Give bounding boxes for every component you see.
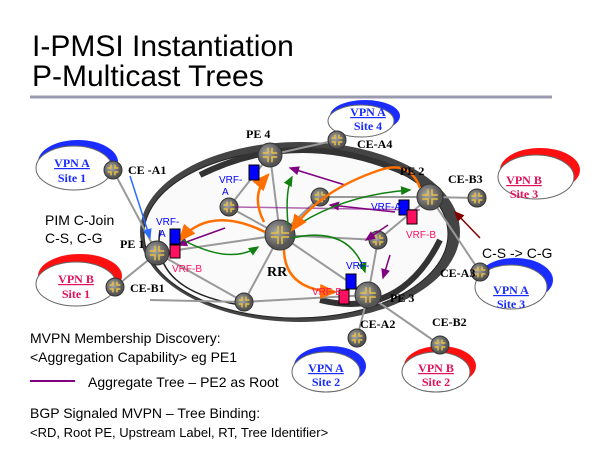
title-line2: P-Multicast Trees: [32, 60, 264, 93]
cloud-vpn-a-site1: [35, 140, 118, 191]
router-icon-ce-b1: [105, 277, 125, 297]
legend-aggregate-text: Aggregate Tree – PE2 as Root: [88, 374, 279, 390]
router-icon-p-d: [234, 292, 254, 312]
label-ce-a3: CE-A3: [440, 266, 475, 280]
router-icon-p-a: [219, 197, 239, 217]
vrf-labels: VRF-A VRF-B VRF-A VRF-A VRF-B VRF- VRF-B: [156, 175, 436, 298]
vrf-a-label-pe2: VRF-A: [371, 202, 401, 213]
vrf-a-label-pe4-b: A: [222, 187, 229, 198]
clouds: [35, 100, 580, 393]
label-pe4: PE 4: [246, 127, 270, 141]
router-icon-ce-a2: [347, 328, 367, 348]
vrf-b-box-pe3: [338, 289, 350, 305]
annotations: PIM C-Join C-S, C-G C-S -> C-G MVPN Memb…: [30, 212, 552, 440]
vrf-b-box-pe2: [406, 209, 418, 225]
vrf-boxes: [169, 164, 418, 305]
vpn-a-site1-vpn: VPN A: [54, 156, 90, 170]
vpn-a-site2-vpn: VPN A: [308, 361, 344, 375]
routers: [103, 130, 490, 355]
vpn-a-site1-site: Site 1: [58, 171, 86, 185]
cs-cg-text: C-S -> C-G: [482, 245, 552, 261]
vrf-b-box-pe1: [169, 244, 181, 259]
router-icon-pe4: [257, 142, 283, 168]
label-ce-a4: CE-A4: [357, 137, 392, 151]
label-pe2: PE 2: [400, 164, 424, 178]
vpn-b-site3-site: Site 3: [510, 187, 538, 201]
vrf-b-label-pe1: VRF-B: [172, 264, 202, 275]
vrf-a-box-pe3: [345, 273, 357, 290]
router-icon-pe2: [416, 183, 444, 211]
vrf-a-box-pe1: [169, 228, 181, 245]
cloud-vpn-b-site2: [401, 346, 476, 393]
discovery-detail: <Aggregation Capability> eg PE1: [30, 349, 237, 365]
vpn-a-site4-vpn: VPN A: [350, 105, 386, 119]
router-icon-p-c: [368, 230, 388, 250]
vrf-b-label-pe3: VRF-B: [312, 287, 342, 298]
label-ce-b3: CE-B3: [448, 172, 483, 186]
label-pe1: PE 1: [120, 237, 144, 251]
label-ce-a2: CE-A2: [360, 317, 395, 331]
cloud-vpn-a-site3: [474, 258, 553, 310]
vrf-b-label-pe2: VRF-B: [406, 230, 436, 241]
label-rr: RR: [267, 265, 288, 280]
vpn-a-site3-vpn: VPN A: [493, 283, 529, 297]
router-icon-pe3: [354, 281, 382, 309]
vpn-b-site2-vpn: VPN B: [418, 361, 454, 375]
router-icon-ce-a4: [327, 130, 347, 150]
vrf-a-label-pe4: VRF-: [219, 175, 242, 186]
vrf-a-box-pe2: [398, 199, 410, 216]
vpn-a-site3-site: Site 3: [497, 297, 525, 311]
label-ce-b1: CE-B1: [130, 281, 165, 295]
router-icon-ce-b2: [430, 335, 450, 355]
binding-detail: <RD, Root PE, Upstream Label, RT, Tree I…: [30, 425, 328, 440]
vpn-b-site1-vpn: VPN B: [58, 272, 94, 286]
pim-join-text: PIM C-Join: [45, 212, 114, 228]
cloud-vpn-a-site2: [291, 346, 366, 393]
vpn-b-site1-site: Site 1: [62, 287, 90, 301]
vrf-a-label-pe3: VRF-: [346, 261, 369, 272]
discovery-title: MVPN Membership Discovery:: [30, 330, 221, 346]
router-labels: CE -A1 CE-B1 PE 1 PE 4 CE-A4 PE 2 CE-B3 …: [120, 127, 483, 331]
router-icon-ce-a1: [103, 160, 123, 180]
flows: [129, 166, 481, 299]
router-icon-ce-a3: [470, 262, 490, 282]
vrf-a-label-pe1-b: A: [159, 229, 166, 240]
vpn-a-site4-site: Site 4: [354, 119, 382, 133]
label-ce-a1: CE -A1: [128, 163, 166, 177]
router-icon-pe1: [144, 240, 170, 266]
binding-title: BGP Signaled MVPN – Tree Binding:: [30, 405, 260, 421]
title-line1: I-PMSI Instantiation: [32, 30, 294, 63]
router-icon-rr: [264, 219, 296, 251]
cloud-vpn-a-site4: [327, 100, 400, 138]
vrf-a-box-pe4: [248, 164, 260, 181]
vpn-b-site2-site: Site 2: [422, 375, 450, 389]
router-icon-p-b: [310, 187, 330, 207]
cloud-vpn-b-site1: [35, 254, 122, 307]
label-pe3: PE 3: [390, 291, 414, 305]
router-icon-ce-b3: [467, 188, 487, 208]
cloud-vpn-b-site3: [497, 148, 580, 200]
vpn-b-site3-vpn: VPN B: [506, 173, 542, 187]
vrf-a-label-pe1: VRF-: [156, 217, 179, 228]
vpn-a-site2-site: Site 2: [312, 375, 340, 389]
pim-cs-cg-text: C-S, C-G: [45, 230, 103, 246]
label-ce-b2: CE-B2: [432, 315, 467, 329]
